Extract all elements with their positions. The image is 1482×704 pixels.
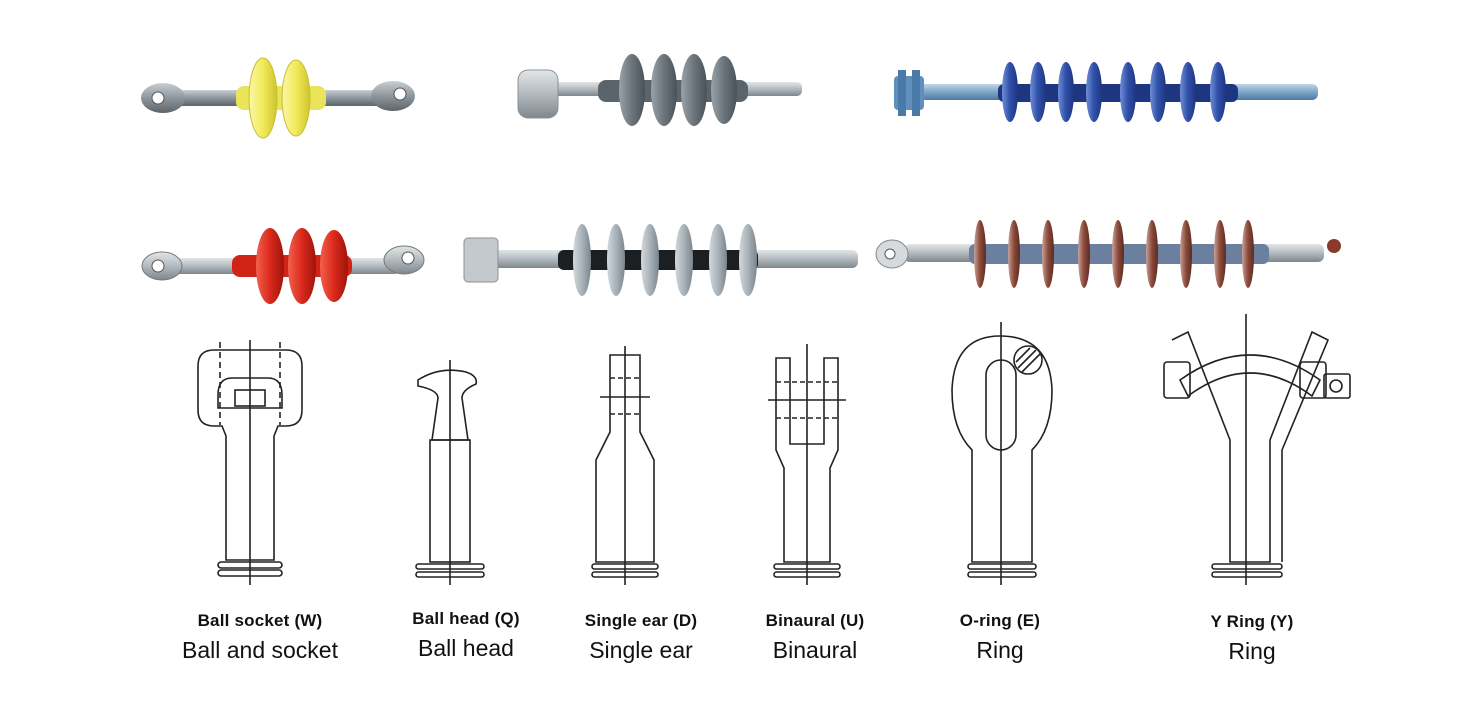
fitting-name: Single ear — [589, 637, 693, 663]
brown-insulator-photo — [875, 220, 1341, 288]
binaural-fitting-icon — [768, 344, 846, 585]
o-ring-fitting-icon — [951, 322, 1053, 585]
fitting-name: Ball head — [418, 635, 514, 661]
fitting-code: Single ear (D) — [584, 611, 698, 630]
fitting-label-single-ear: Single ear (D) Single ear — [566, 611, 716, 664]
fitting-code: Ball head (Q) — [412, 609, 520, 628]
fitting-label-binaural: Binaural (U) Binaural — [730, 611, 900, 664]
fitting-label-ball-head: Ball head (Q) Ball head — [386, 609, 546, 662]
ball-socket-fitting-icon — [197, 340, 303, 585]
fitting-label-o-ring: O-ring (E) Ring — [940, 611, 1060, 664]
grey-ball-head-insulator-photo — [517, 54, 802, 126]
fitting-name: Binaural — [772, 637, 858, 663]
blue-clevis-insulator-photo — [894, 62, 1318, 122]
single-ear-fitting-icon — [591, 346, 659, 585]
grey-clevis-insulator-photo — [463, 224, 858, 296]
yellow-insulator-photo — [141, 57, 415, 139]
fitting-drawings — [197, 314, 1351, 585]
y-ring-fitting-icon — [1163, 314, 1351, 585]
fitting-label-y-ring: Y Ring (Y) Ring — [1192, 612, 1312, 665]
ball-head-fitting-icon — [415, 360, 485, 585]
fitting-label-ball-socket: Ball socket (W) Ball and socket — [160, 611, 360, 664]
fitting-code: Ball socket (W) — [197, 611, 323, 630]
fitting-name: Ball and socket — [182, 637, 338, 663]
fitting-code: Binaural (U) — [765, 611, 865, 630]
fitting-name: Ring — [1228, 638, 1276, 664]
fitting-code: Y Ring (Y) — [1210, 612, 1294, 631]
fitting-name: Ring — [976, 637, 1024, 663]
red-insulator-photo — [141, 228, 425, 304]
fitting-code: O-ring (E) — [959, 611, 1041, 630]
